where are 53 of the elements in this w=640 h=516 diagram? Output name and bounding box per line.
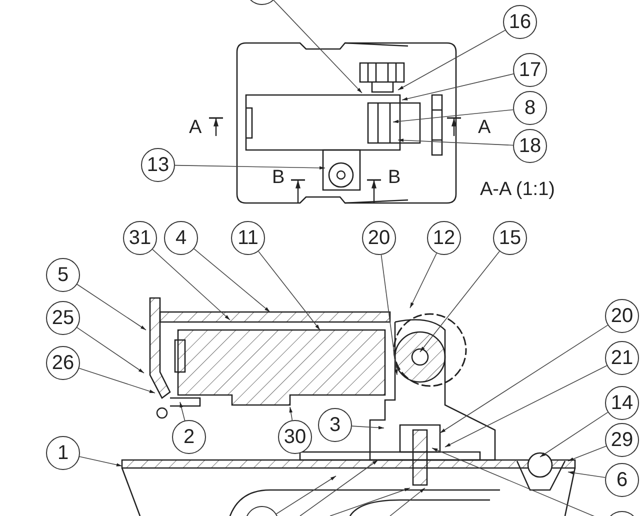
leader-line — [380, 254, 398, 376]
section-label: B — [388, 168, 401, 187]
callout-number: 17 — [513, 53, 547, 87]
callout-number: 4 — [164, 221, 198, 255]
view-scale-note: A-A (1:1) — [480, 180, 555, 199]
callout-number: 11 — [231, 221, 265, 255]
leader-line — [568, 446, 607, 462]
leader-line — [180, 402, 186, 421]
leader-line — [540, 412, 608, 458]
leader-line — [276, 476, 336, 514]
callout-number: 21 — [605, 341, 639, 375]
callout-number: 29 — [605, 423, 639, 457]
section-label: A — [478, 118, 491, 137]
leader-line — [194, 248, 270, 312]
callout-number: 20 — [362, 221, 396, 255]
callout-number: 15 — [493, 221, 527, 255]
leader-line — [273, 0, 362, 94]
callout-number: 18 — [513, 129, 547, 163]
callout-number: 26 — [46, 346, 80, 380]
callout-number: 12 — [427, 221, 461, 255]
leader-line — [444, 365, 608, 448]
leader-line — [440, 324, 608, 434]
leader-line — [174, 164, 326, 170]
callout-number: 30 — [278, 420, 312, 454]
leader-line — [398, 138, 514, 146]
leader-line — [78, 368, 156, 394]
callout-number: 13 — [141, 148, 175, 182]
leader-line — [392, 109, 514, 124]
section-label: B — [272, 168, 285, 187]
section-label: A — [189, 118, 202, 137]
callout-number: 20 — [605, 299, 639, 333]
leader-line — [79, 456, 122, 466]
callout-number: 2 — [172, 420, 206, 454]
leader-line — [258, 250, 320, 330]
callout-number: 8 — [513, 91, 547, 125]
leader-line — [398, 30, 506, 90]
leader-line — [402, 73, 514, 100]
callout-number: 16 — [503, 5, 537, 39]
callout-number: 25 — [46, 301, 80, 335]
leader-line — [420, 250, 500, 352]
leader-line — [76, 284, 146, 330]
leader-line — [410, 252, 437, 308]
callout-number: 31 — [123, 221, 157, 255]
leader-line — [289, 406, 293, 421]
callout-number: 6 — [605, 463, 639, 497]
callout-number: 1 — [46, 436, 80, 470]
callout-number: 5 — [46, 258, 80, 292]
leader-line — [352, 426, 384, 430]
leader-line — [568, 471, 606, 478]
callout-number: 3 — [318, 408, 352, 442]
leader-line — [76, 327, 144, 374]
callout-number: 14 — [605, 386, 639, 420]
leader-line — [152, 249, 230, 320]
